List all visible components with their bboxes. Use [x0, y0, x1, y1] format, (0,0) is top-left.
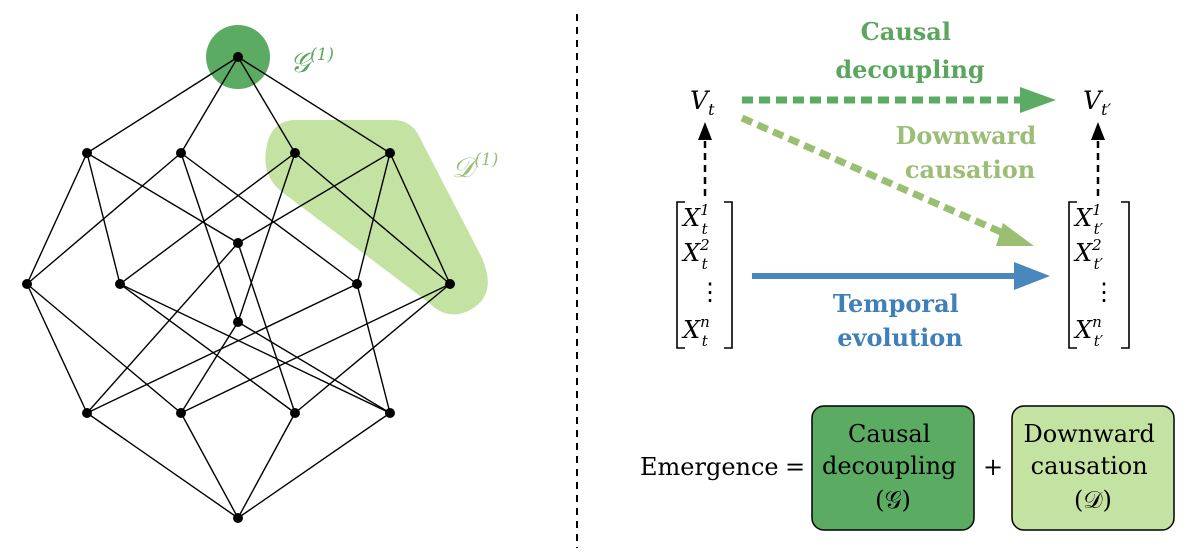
lattice-edge: [237, 242, 296, 414]
g1-label: 𝒢(1): [290, 45, 334, 79]
lattice-edge: [237, 56, 296, 154]
lattice-edge: [26, 152, 88, 285]
lattice-edge: [26, 283, 182, 414]
lattice-edge: [389, 152, 451, 285]
v-t-right: Vt′: [1083, 86, 1111, 119]
lattice-edge: [180, 283, 451, 414]
downward-causation-arrow: [740, 114, 1012, 240]
lattice-edge: [86, 242, 239, 414]
lattice-edge: [119, 283, 296, 414]
downward-causation-arrowhead: [996, 223, 1034, 246]
lattice-node: [82, 408, 92, 418]
lattice-edge: [237, 412, 296, 519]
lattice-node: [290, 148, 300, 158]
lattice-edge: [86, 56, 239, 154]
causal-decoupling-box: [811, 405, 975, 531]
lattice-edge: [294, 283, 451, 414]
lattice-edge: [26, 152, 182, 285]
lattice-node: [176, 148, 186, 158]
downward-causation-box: [1011, 405, 1175, 531]
causal-decoupling-box-text: Causal decoupling (𝒢): [822, 420, 964, 514]
lattice-node: [290, 408, 300, 418]
lattice-node: [82, 148, 92, 158]
causal-decoupling-label: Causal decoupling: [835, 17, 985, 84]
plus-sign: +: [983, 453, 1003, 481]
lattice-edge: [294, 152, 451, 285]
lattice-node: [445, 279, 455, 289]
lattice-edge: [119, 152, 296, 285]
lattice-edge: [26, 283, 88, 414]
vdots-left: ⋮: [698, 278, 722, 306]
vdots-right: ⋮: [1092, 278, 1116, 306]
lattice-edge: [86, 412, 239, 519]
lattice-edge: [180, 152, 358, 285]
lattice-edge: [119, 283, 391, 414]
lattice-node: [22, 279, 32, 289]
d1-highlight: [265, 120, 488, 315]
lattice-node: [233, 317, 243, 327]
lattice-edge: [180, 321, 239, 414]
lattice-node: [385, 408, 395, 418]
lattice-node: [115, 279, 125, 289]
lattice-edge: [237, 152, 296, 323]
lattice-edge: [237, 412, 391, 519]
lattice-edges: [26, 56, 451, 519]
lattice-graph: 𝒢(1) 𝒟(1): [22, 25, 498, 523]
causal-diagram: Causal decoupling Vt Vt′ Downward causat…: [676, 17, 1130, 352]
equals-sign: =: [785, 453, 805, 481]
lattice-edge: [180, 56, 239, 154]
lattice-node: [233, 52, 243, 62]
emergence-equation: Emergence = Causal decoupling (𝒢) + Down…: [640, 405, 1175, 531]
lattice-edge: [180, 412, 239, 519]
temporal-evolution-arrowhead: [1014, 262, 1050, 290]
upward-arrowhead-left: [698, 122, 712, 140]
downward-causation-box-text: Downward causation (𝒟): [1023, 420, 1162, 514]
temporal-evolution-label: Temporal evolution: [833, 289, 967, 352]
lattice-node: [233, 513, 243, 523]
lattice-node: [385, 148, 395, 158]
lattice-edge: [237, 152, 391, 244]
lattice-edge: [356, 152, 391, 285]
causal-decoupling-arrowhead: [1020, 87, 1056, 113]
d1-label: 𝒟(1): [452, 150, 498, 184]
lattice-edge: [237, 321, 391, 414]
lattice-edge: [86, 152, 239, 244]
lattice-node: [176, 408, 186, 418]
lattice-nodes: [22, 52, 455, 523]
upward-arrowhead-right: [1091, 122, 1105, 140]
emergence-text: Emergence: [640, 453, 779, 481]
v-t-left: Vt: [690, 86, 715, 119]
lattice-edge: [237, 56, 391, 154]
downward-causation-label: Downward causation: [896, 121, 1045, 184]
lattice-node: [233, 238, 243, 248]
lattice-node: [352, 279, 362, 289]
lattice-edge: [180, 152, 239, 323]
lattice-edge: [356, 283, 391, 414]
